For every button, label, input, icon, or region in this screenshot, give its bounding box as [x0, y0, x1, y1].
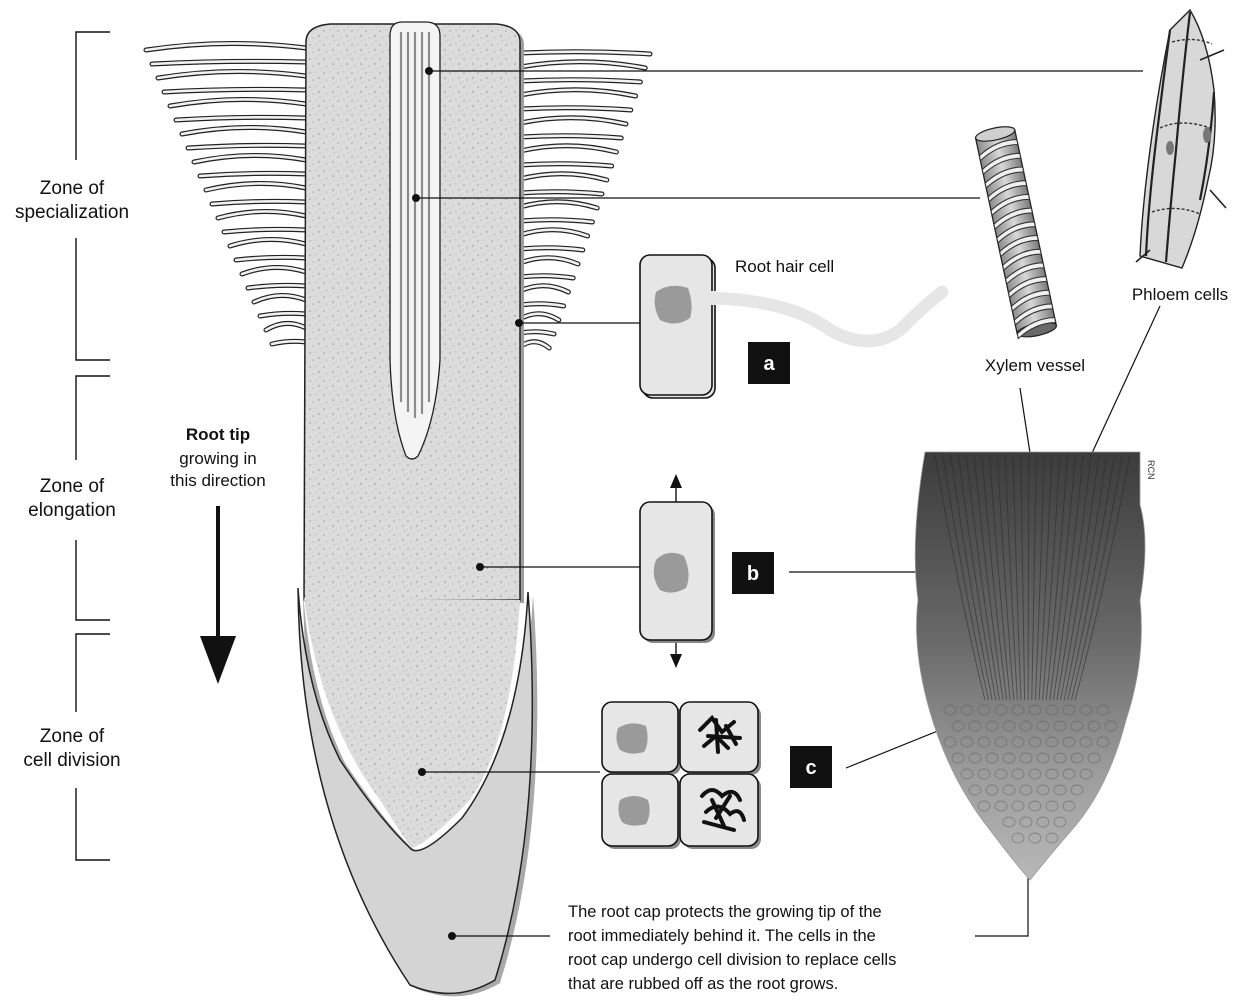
phloem-cells-label: Phloem cells [1132, 285, 1228, 304]
root-cap-note: The root cap protects the growing tip of… [568, 903, 896, 993]
zone-specialization-line1: Zone of [40, 178, 105, 199]
root-hair-cell: Root hair cell [640, 255, 942, 398]
down-arrow-icon [200, 506, 236, 684]
tag-b-text: b [747, 563, 759, 585]
xylem-vessel: Xylem vessel [974, 124, 1085, 375]
direction-bold: Root tip [186, 425, 250, 444]
tag-c: c [790, 746, 832, 788]
nucleus [655, 286, 692, 324]
root-body [298, 22, 537, 996]
zone-specialization: Zone of specialization [15, 32, 129, 360]
direction-line1: growing in [179, 449, 257, 468]
root-hair-cell-label: Root hair cell [735, 257, 834, 276]
tag-c-text: c [805, 757, 816, 779]
zone-division: Zone of cell division [23, 634, 120, 860]
zone-elongation-line1: Zone of [40, 476, 105, 497]
xylem-vessel-label: Xylem vessel [985, 356, 1085, 375]
note-line3: root cap undergo cell division to replac… [568, 951, 896, 969]
phloem-cells: Phloem cells [1132, 10, 1228, 304]
zone-specialization-line2: specialization [15, 202, 129, 223]
elongating-cell [640, 474, 715, 668]
root-tip-micrograph: RCN [915, 452, 1156, 880]
tag-a-text: a [763, 353, 775, 375]
zone-elongation-line2: elongation [28, 500, 116, 521]
zone-elongation: Zone of elongation [28, 376, 116, 620]
bracket-division [76, 634, 110, 860]
zone-division-line2: cell division [23, 750, 120, 771]
dividing-cells [602, 702, 761, 849]
direction-line2: this direction [170, 471, 265, 490]
zone-division-line1: Zone of [40, 726, 105, 747]
note-line2: root immediately behind it. The cells in… [568, 927, 876, 945]
tag-b: b [732, 552, 774, 594]
photo-credit: RCN [1146, 460, 1156, 480]
note-line4: that are rubbed off as the root grows. [568, 975, 838, 993]
tag-a: a [748, 342, 790, 384]
growth-direction: Root tip growing in this direction [170, 425, 265, 684]
note-line1: The root cap protects the growing tip of… [568, 903, 882, 921]
bracket-elongation [76, 376, 110, 620]
